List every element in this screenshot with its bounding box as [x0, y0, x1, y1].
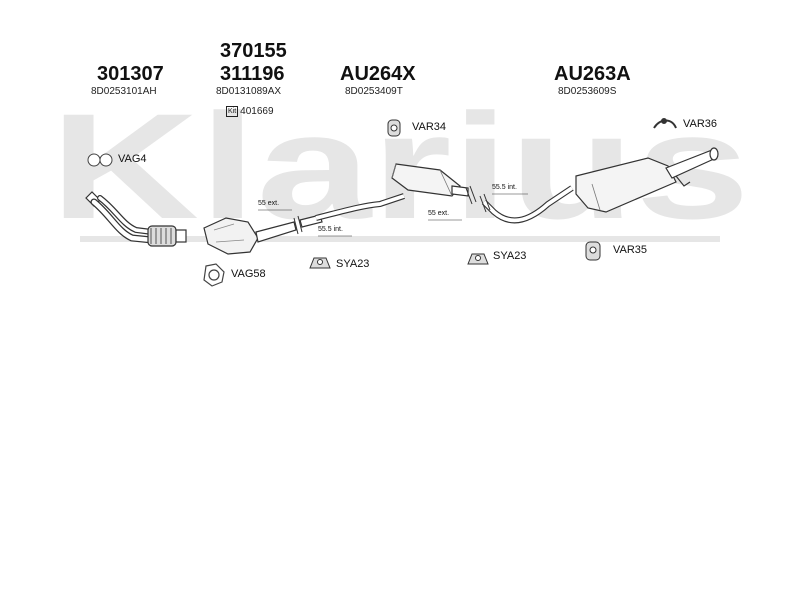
dimension-label: 55 ext.: [428, 210, 450, 217]
kit-badge: Kit: [226, 106, 239, 117]
watermark-underline: [80, 236, 720, 242]
fitting-label: VAR35: [613, 244, 648, 256]
fitting-label: SYA23: [336, 258, 370, 270]
fitting-label: VAG4: [118, 153, 147, 165]
bracket-icon: [467, 253, 489, 265]
part-number: AU263A: [554, 63, 631, 85]
mount-icon: [585, 241, 601, 261]
fitting-label: VAG58: [231, 268, 266, 280]
fitting-label: SYA23: [493, 250, 527, 262]
oe-reference: 8D0253609S: [558, 86, 617, 97]
kit-number: 401669: [240, 106, 274, 117]
ring-gasket-icon: [203, 263, 225, 287]
catalytic-converter: [203, 217, 297, 255]
dimension-leaders: [258, 193, 528, 237]
fitting-label: VAR36: [683, 118, 718, 130]
dimension-label: 55.5 int.: [492, 184, 517, 191]
oe-reference: 8D0253409T: [345, 86, 403, 97]
centre-silencer: [299, 163, 469, 228]
front-pipe: [85, 191, 187, 247]
clamp-marks: [293, 185, 491, 235]
part-number: AU264X: [340, 63, 416, 85]
dimension-label: 55 ext.: [258, 200, 280, 207]
fitting-label: VAR34: [412, 121, 447, 133]
part-number: 370155: [220, 40, 287, 62]
part-number: 301307: [97, 63, 164, 85]
dimension-label: 55.5 int.: [318, 226, 343, 233]
rubber-mount-icon: [387, 119, 401, 137]
kit-reference: Kit 401669: [226, 106, 274, 117]
part-number: 311196: [220, 63, 285, 85]
hanger-icon: [653, 118, 677, 129]
gasket-icon: [87, 153, 113, 167]
oe-reference: 8D0131089AX: [216, 86, 282, 97]
rear-silencer: [481, 147, 719, 224]
bracket-icon: [309, 257, 331, 269]
oe-reference: 8D0253101AH: [91, 86, 157, 97]
